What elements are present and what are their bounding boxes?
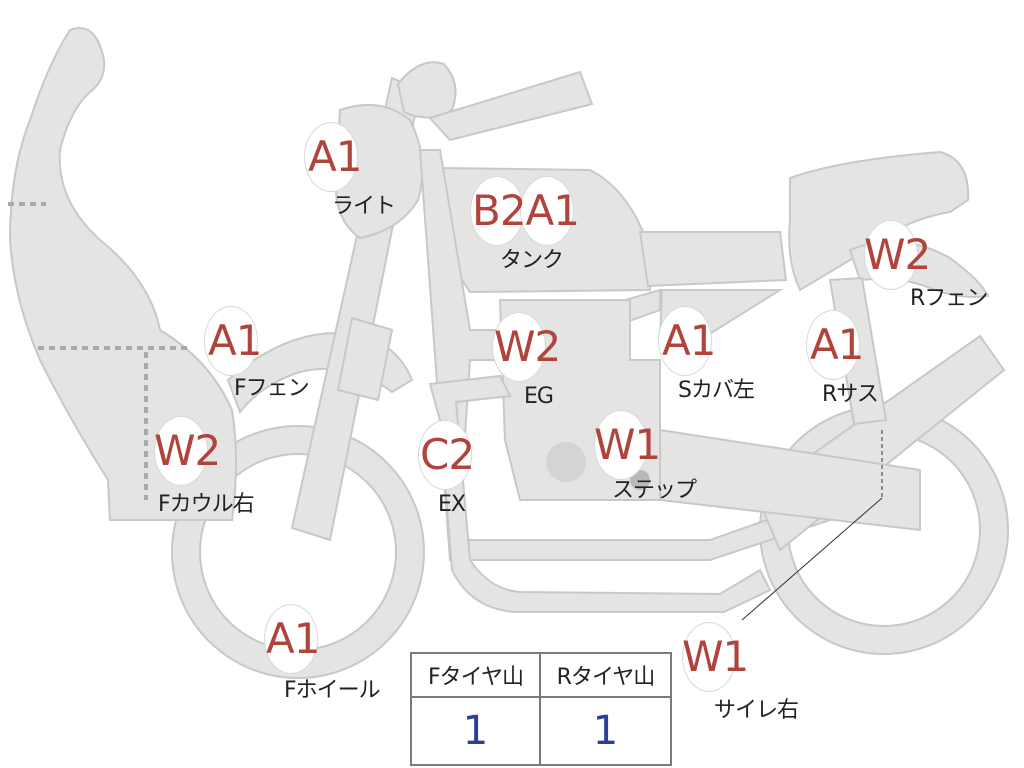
tank-grade: B2A1 — [472, 190, 579, 232]
front-tire-header: Fタイヤ山 — [412, 654, 541, 698]
side-cover-grade: A1 — [662, 320, 715, 362]
front-fender-grade: A1 — [208, 320, 261, 362]
rear-fender-grade: W2 — [864, 234, 930, 276]
rear-fender-label: Rフェン — [910, 288, 987, 310]
tire-tread-table: Fタイヤ山 Rタイヤ山 1 1 — [410, 652, 672, 766]
front-wheel-grade: A1 — [266, 618, 319, 660]
light-label: ライト — [332, 196, 395, 218]
front-fender-label: Fフェン — [234, 378, 309, 400]
step-label: ステップ — [612, 480, 696, 502]
rear-tire-header: Rタイヤ山 — [541, 654, 670, 698]
engine-label: EG — [524, 386, 553, 408]
step-grade: W1 — [594, 424, 660, 466]
tank-label: タンク — [500, 250, 563, 272]
engine-grade: W2 — [494, 326, 560, 368]
front-tire-value: 1 — [412, 698, 541, 764]
front-cowl-label: Fカウル右 — [158, 494, 254, 516]
exhaust-grade: C2 — [420, 434, 474, 476]
light-grade: A1 — [308, 136, 361, 178]
rear-tire-value: 1 — [541, 698, 670, 764]
rear-suspension-grade: A1 — [810, 324, 863, 366]
rear-suspension-label: Rサス — [822, 384, 878, 406]
front-wheel-label: Fホイール — [284, 680, 380, 702]
muffler-grade: W1 — [682, 636, 748, 678]
seat-shape — [640, 232, 786, 286]
front-cowl-grade: W2 — [154, 430, 220, 472]
side-cover-label: Sカバ左 — [678, 380, 754, 402]
exhaust-label: EX — [438, 494, 465, 516]
muffler-label: サイレ右 — [714, 700, 798, 722]
